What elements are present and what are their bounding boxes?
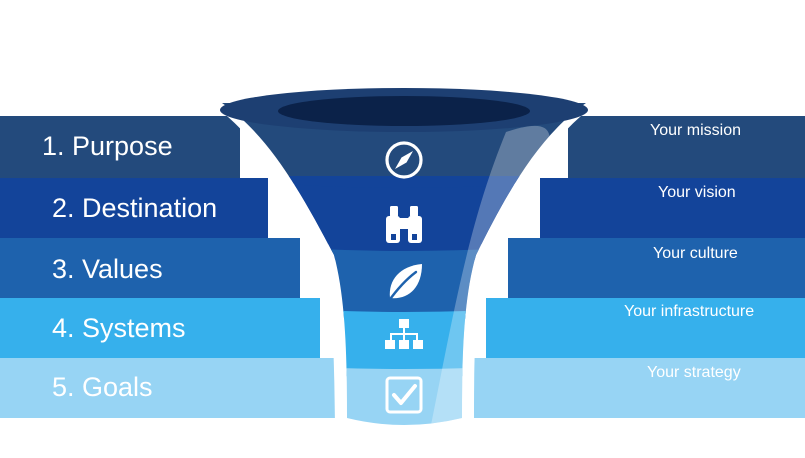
stage-desc-strategy: Your strategy [647,364,741,381]
left-band-5 [0,358,336,418]
checkbox-icon [385,376,423,414]
stage-desc-culture: Your culture [653,245,738,262]
right-band-3 [508,238,805,298]
left-band-4 [0,298,320,358]
compass-icon [385,141,423,179]
stage-label-systems: 4. Systems [52,313,186,343]
stage-label-destination: 2. Destination [52,193,218,223]
right-band-5 [470,358,805,418]
stage-desc-infrastructure: Your infrastructure [624,303,755,320]
binoculars-icon [386,206,422,243]
stage-label-purpose: 1. Purpose [42,131,173,161]
sitemap-icon [385,319,423,349]
stage-label-values: 3. Values [52,254,163,284]
right-band-4 [486,298,805,358]
left-band-3 [0,238,300,298]
stage-desc-mission: Your mission [650,122,742,139]
stage-desc-vision: Your vision [658,184,736,201]
left-band-2 [0,178,268,238]
right-band-2 [540,178,805,238]
leaf-icon [386,264,422,304]
stage-label-goals: 5. Goals [52,372,153,402]
right-band-1 [568,116,805,178]
funnel-mouth [278,96,530,126]
left-band-1 [0,116,240,178]
